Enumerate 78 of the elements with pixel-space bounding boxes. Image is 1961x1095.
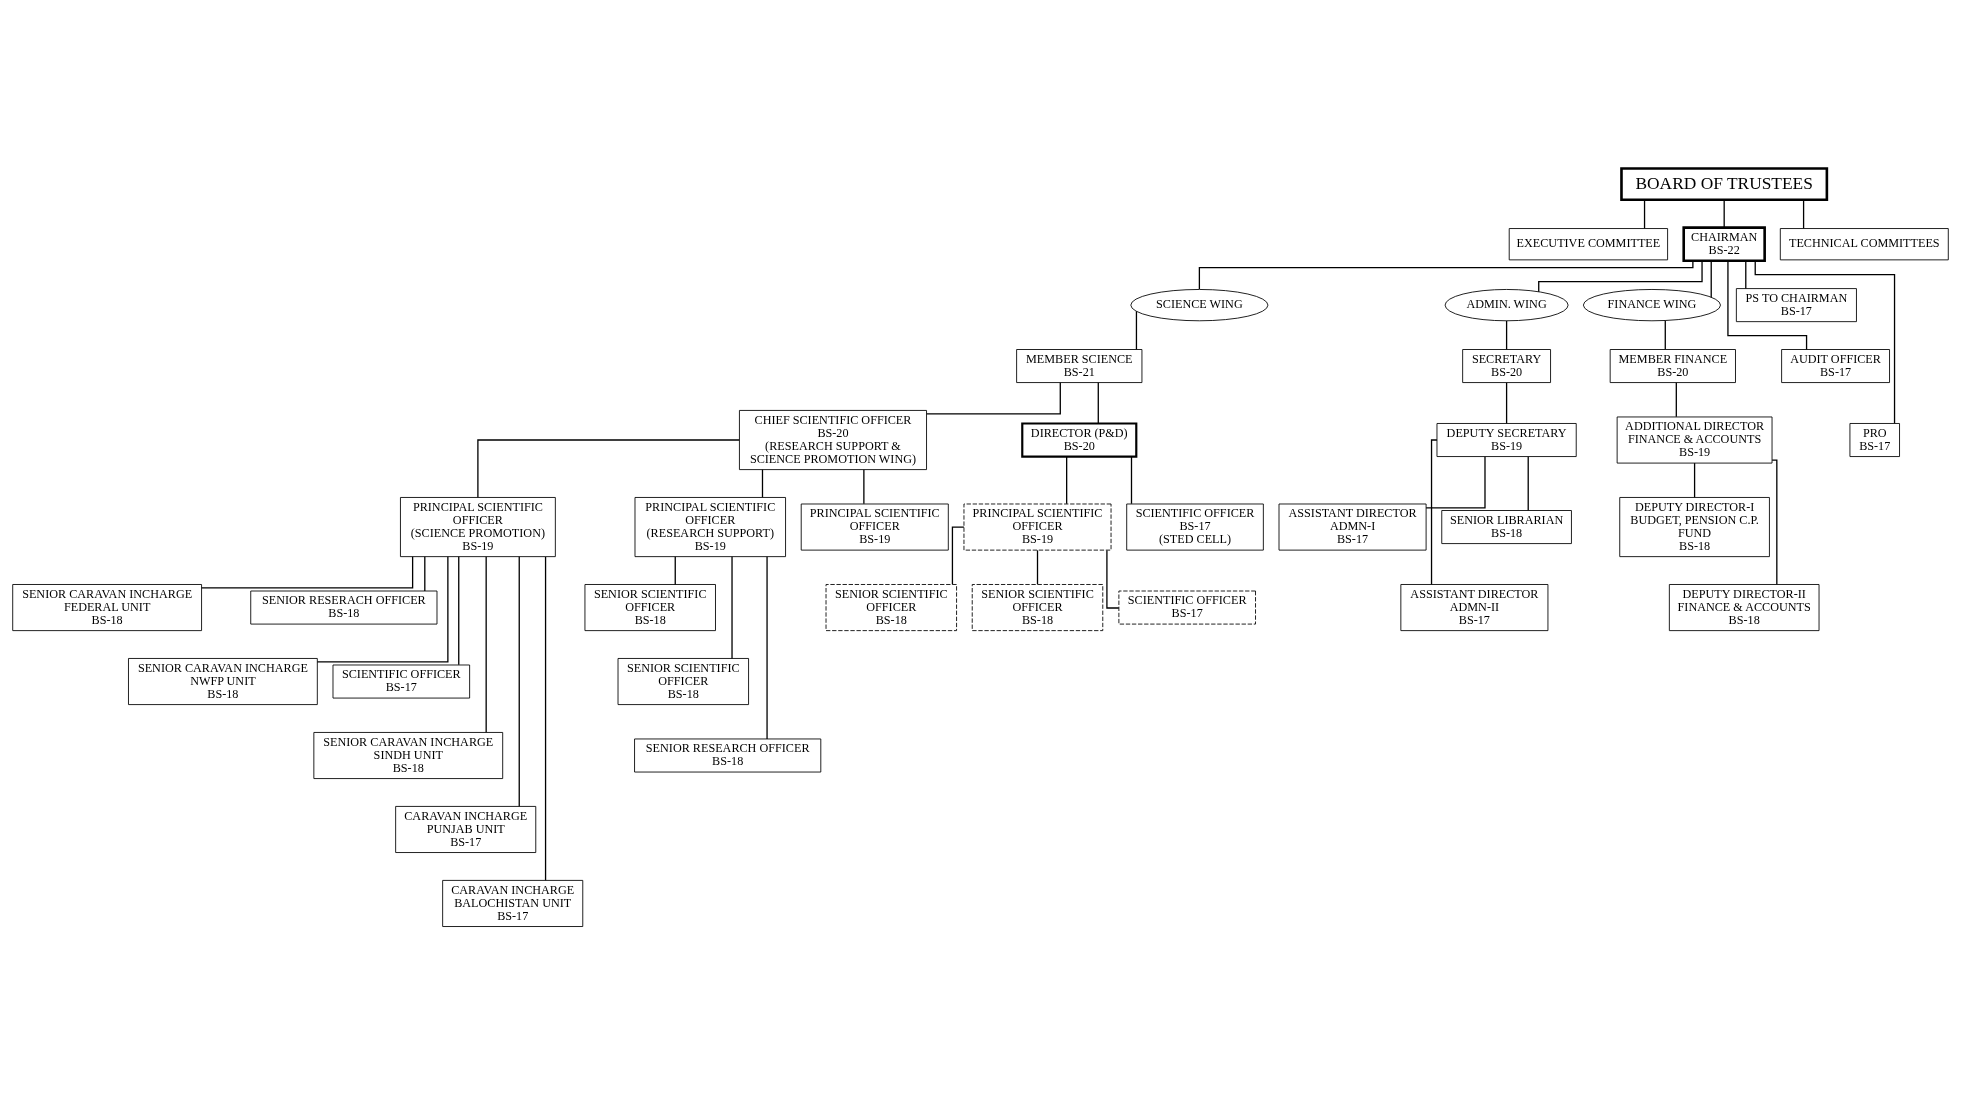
node-box: CARAVAN INCHARGE BALOCHISTAN UNIT BS-17: [442, 879, 584, 927]
connector: [1710, 260, 1712, 298]
connector: [1675, 382, 1677, 418]
connector: [1106, 549, 1120, 609]
connector: [951, 526, 965, 585]
connector: [731, 556, 733, 660]
node-box: ASSISTANT DIRECTOR ADMN-I BS-17: [1278, 503, 1427, 551]
node-box: CARAVAN INCHARGE PUNJAB UNIT BS-17: [395, 806, 537, 853]
node-box: MEMBER SCIENCE BS-21: [1016, 349, 1143, 383]
node-box: EXECUTIVE COMMITTEE: [1508, 228, 1669, 261]
node-ellipse: ADMIN. WING: [1444, 289, 1569, 322]
connector: [424, 556, 426, 592]
connector: [1505, 382, 1508, 424]
connector: [1135, 310, 1138, 351]
connector: [766, 556, 768, 740]
connector: [1036, 549, 1039, 585]
connector: [1538, 260, 1703, 293]
node-box: SENIOR CARAVAN INCHARGE SINDH UNIT BS-18: [313, 732, 504, 779]
connector: [674, 556, 676, 586]
node-box: AUDIT OFFICER BS-17: [1781, 349, 1890, 383]
node-box: SENIOR RESERACH OFFICER BS-18: [250, 590, 438, 625]
node-box: SENIOR RESEARCH OFFICER BS-18: [634, 738, 822, 773]
node-box: DEPUTY DIRECTOR-II FINANCE & ACCOUNTS BS-18: [1668, 584, 1820, 632]
node-box: TECHNICAL COMMITTEES: [1779, 228, 1949, 261]
connector: [1693, 462, 1696, 498]
connector: [926, 382, 1061, 415]
node-box: SCIENTIFIC OFFICER BS-17: [332, 664, 471, 699]
connector: [1505, 320, 1508, 350]
node-box: DEPUTY DIRECTOR-I BUDGET, PENSION C.P. FUND BS-18: [1619, 497, 1770, 558]
connector: [863, 469, 865, 505]
connector: [544, 556, 547, 881]
node-box: PRINCIPAL SCIENTIFIC OFFICER BS-19: [800, 503, 949, 551]
node-box: CHAIRMAN BS-22: [1682, 226, 1766, 263]
connector: [1425, 456, 1486, 509]
node-box: ASSISTANT DIRECTOR ADMN-II BS-17: [1400, 584, 1549, 632]
node-box: PRINCIPAL SCIENTIFIC OFFICER (SCIENCE PROMOTION) BS-19: [400, 497, 556, 558]
node-box: SCIENTIFIC OFFICER BS-17 (STED CELL): [1126, 503, 1264, 551]
connector: [1771, 459, 1778, 585]
connector: [1066, 456, 1068, 505]
connector: [1097, 382, 1099, 424]
node-box: PRINCIPAL SCIENTIFIC OFFICER BS-19: [963, 503, 1112, 551]
node-box: BOARD OF TRUSTEES: [1620, 167, 1829, 202]
connector: [316, 556, 449, 663]
node-box: PS TO CHAIRMAN BS-17: [1735, 288, 1857, 323]
node-box: DIRECTOR (P&D) BS-20: [1021, 422, 1138, 458]
node-box: SECRETARY BS-20: [1462, 349, 1551, 383]
connector: [761, 469, 764, 498]
node-box: SENIOR SCIENTIFIC OFFICER BS-18: [971, 584, 1104, 632]
connector: [1430, 439, 1438, 585]
connector: [458, 556, 460, 666]
node-box: ADDITIONAL DIRECTOR FINANCE & ACCOUNTS BS-19: [1616, 416, 1773, 464]
node-ellipse: FINANCE WING: [1582, 289, 1721, 322]
node-box: CHIEF SCIENTIFIC OFFICER BS-20 (RESEARCH SUPPORT & SCIENCE PROMOTION WING): [739, 410, 927, 471]
connector: [1664, 319, 1666, 350]
connector: [1727, 260, 1808, 351]
connector: [1754, 260, 1896, 424]
node-box: PRINCIPAL SCIENTIFIC OFFICER (RESEARCH SUPPORT) BS-19: [634, 497, 786, 558]
connector: [518, 556, 520, 807]
connector: [1745, 260, 1747, 290]
node-box: DEPUTY SECRETARY BS-19: [1436, 423, 1577, 457]
connector: [477, 439, 740, 498]
node-box: SENIOR SCIENTIFIC OFFICER BS-18: [584, 584, 716, 632]
node-ellipse: SCIENCE WING: [1130, 289, 1269, 322]
node-box: MEMBER FINANCE BS-20: [1609, 349, 1736, 383]
connector: [1723, 199, 1725, 229]
connector: [1130, 456, 1133, 505]
connector: [485, 556, 487, 733]
node-box: SENIOR CARAVAN INCHARGE NWFP UNIT BS-18: [128, 658, 318, 706]
node-box: SCIENTIFIC OFFICER BS-17: [1118, 590, 1256, 625]
connector: [1643, 199, 1646, 229]
node-box: SENIOR CARAVAN INCHARGE FEDERAL UNIT BS-18: [12, 584, 202, 632]
node-box: PRO BS-17: [1849, 423, 1900, 457]
node-box: SENIOR SCIENTIFIC OFFICER BS-18: [825, 584, 957, 632]
node-box: SENIOR SCIENTIFIC OFFICER BS-18: [617, 658, 749, 706]
node-box: SENIOR LIBRARIAN BS-18: [1441, 510, 1572, 544]
connector: [1527, 456, 1529, 511]
connector: [1802, 199, 1805, 229]
connector: [201, 556, 414, 589]
